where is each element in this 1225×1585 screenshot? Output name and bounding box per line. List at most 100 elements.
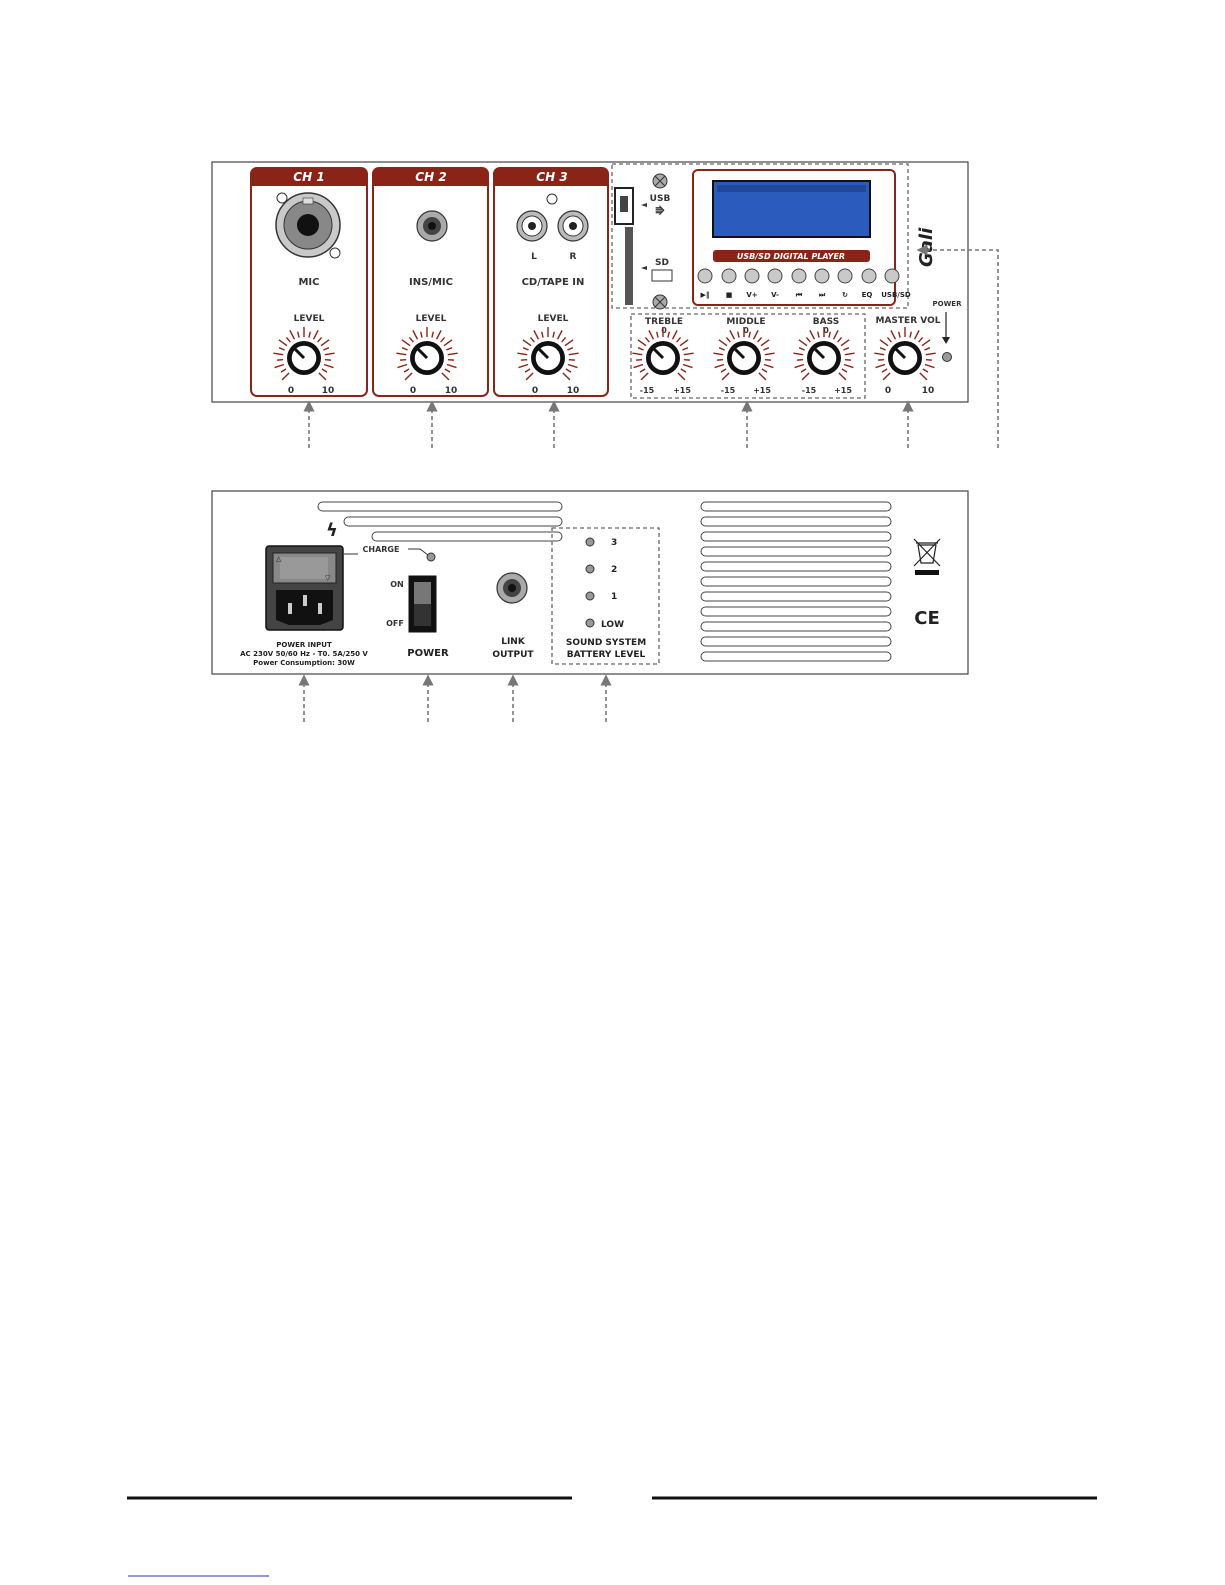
eq-middle-center: 0 (743, 326, 749, 335)
sd-card-icon (651, 269, 673, 282)
ch1-title: CH 1 (293, 170, 324, 184)
sd-card-slot[interactable] (625, 227, 633, 305)
player-button-9[interactable] (884, 268, 900, 284)
ch3-indicator (546, 193, 558, 205)
vent-slot (700, 516, 892, 527)
jack-input[interactable] (416, 210, 448, 242)
eq-bass-min: -15 (802, 386, 817, 395)
vent-slot (700, 576, 892, 587)
player-button-label-2: ■ (726, 291, 733, 299)
eq-section: TREBLE 0 -15 +15 MIDDLE 0 -15 +15 BASS 0… (630, 313, 866, 399)
master-vol-label: MASTER VOL (876, 316, 941, 326)
channel-2-strip: CH 2 INS/MIC LEVEL 0 10 (372, 167, 489, 397)
player-button-label-9: USB/SD (881, 291, 911, 299)
power-input-line-3: Power Consumption: 30W (253, 659, 355, 667)
vent-slot (700, 501, 892, 512)
power-input-line-2: AC 230V 50/60 Hz - T0. 5A/250 V (240, 650, 368, 658)
player-button-label-6: ⏭ (819, 291, 826, 299)
battery-led-1 (585, 591, 595, 601)
player-title-strip (713, 250, 870, 262)
ch3-input-label: CD/TAPE IN (522, 277, 585, 288)
player-button-label-5: ⏮ (796, 291, 803, 299)
battery-level-3: 3 (611, 538, 617, 548)
weee-bin-icon (913, 538, 941, 575)
player-button-4[interactable] (767, 268, 783, 284)
battery-level-1: 1 (611, 592, 617, 602)
battery-level-section: 3 2 1 LOW SOUND SYSTEM BATTERY LEVEL (551, 527, 660, 665)
ch3-scale-min: 0 (532, 386, 538, 396)
master-vol-knob[interactable] (874, 327, 936, 381)
rca-right-jack[interactable] (557, 210, 589, 242)
player-button-8[interactable] (861, 268, 877, 284)
power-rocker-switch[interactable] (408, 575, 437, 633)
ch3-scale-max: 10 (567, 386, 580, 396)
player-title: USB/SD DIGITAL PLAYER (737, 252, 845, 261)
middle-knob[interactable] (713, 327, 775, 381)
eq-bass-max: +15 (834, 386, 852, 395)
usb-sd-player: USB ⭆ SD USB/SD DIGITAL PLAYER ▶‖■V+V-⏮⏭… (611, 163, 911, 310)
vent-slot (700, 606, 892, 617)
bass-knob[interactable] (793, 327, 855, 381)
xlr-combo-jack[interactable] (275, 192, 341, 259)
channel-3-strip: CH 3 L R CD/TAPE IN LEVEL 0 10 (493, 167, 609, 397)
usb-label: USB (650, 194, 671, 204)
lightning-icon: ϟ (326, 520, 338, 541)
ch2-title: CH 2 (415, 170, 446, 184)
player-button-label-1: ▶‖ (701, 291, 710, 300)
battery-title-line-2: BATTERY LEVEL (567, 650, 646, 660)
svg-text:▽: ▽ (325, 574, 331, 582)
ch1-scale-max: 10 (322, 386, 335, 396)
vent-slot (700, 621, 892, 632)
vent-slot (700, 546, 892, 557)
player-button-7[interactable] (837, 268, 853, 284)
ch2-level-knob[interactable] (396, 327, 458, 381)
channel-1-strip: CH 1 MIC LEVEL 0 10 (250, 167, 368, 397)
rca-right-label: R (570, 252, 577, 262)
svg-text:△: △ (276, 555, 282, 563)
eq-bass-center: 0 (823, 326, 829, 335)
iec-power-inlet[interactable]: △ ▽ (265, 545, 344, 631)
link-output-jack[interactable] (496, 572, 528, 604)
player-button-2[interactable] (721, 268, 737, 284)
vent-slots-left (317, 501, 563, 542)
ch1-level-knob[interactable] (273, 327, 335, 381)
eq-treble-label: TREBLE (645, 317, 683, 327)
link-output-line-2: OUTPUT (492, 650, 534, 660)
ch1-level-label: LEVEL (294, 314, 325, 324)
player-button-6[interactable] (814, 268, 830, 284)
player-button-label-7: ↻ (842, 291, 848, 299)
player-button-3[interactable] (744, 268, 760, 284)
switch-off-label: OFF (386, 619, 404, 628)
player-button-5[interactable] (791, 268, 807, 284)
eq-treble-min: -15 (640, 386, 655, 395)
eq-treble-center: 0 (661, 326, 667, 335)
power-input-line-1: POWER INPUT (276, 641, 332, 649)
brand-logo: Gali (916, 227, 937, 267)
battery-led-2 (585, 564, 595, 574)
player-button-label-4: V- (771, 291, 779, 299)
vent-slot (700, 651, 892, 662)
battery-level-low: LOW (601, 620, 624, 630)
treble-knob[interactable] (632, 327, 694, 381)
ch1-scale-min: 0 (288, 386, 294, 396)
battery-led-low (585, 618, 595, 628)
ch3-level-knob[interactable] (517, 327, 579, 381)
switch-on-label: ON (390, 580, 404, 589)
vent-slots-right (700, 501, 892, 662)
player-button-label-8: EQ (862, 291, 873, 299)
rear-callout-arrows (298, 674, 612, 722)
rca-left-label: L (531, 252, 537, 262)
front-callout-arrows (303, 244, 999, 448)
sd-label: SD (655, 258, 669, 268)
power-led (942, 352, 952, 362)
ch1-input-label: MIC (298, 277, 319, 288)
eq-bass-label: BASS (813, 317, 839, 327)
battery-title-line-1: SOUND SYSTEM (566, 638, 646, 648)
eq-treble-max: +15 (673, 386, 691, 395)
player-button-1[interactable] (697, 268, 713, 284)
vent-slot (700, 636, 892, 647)
charge-led (426, 552, 436, 562)
rca-left-jack[interactable] (516, 210, 548, 242)
